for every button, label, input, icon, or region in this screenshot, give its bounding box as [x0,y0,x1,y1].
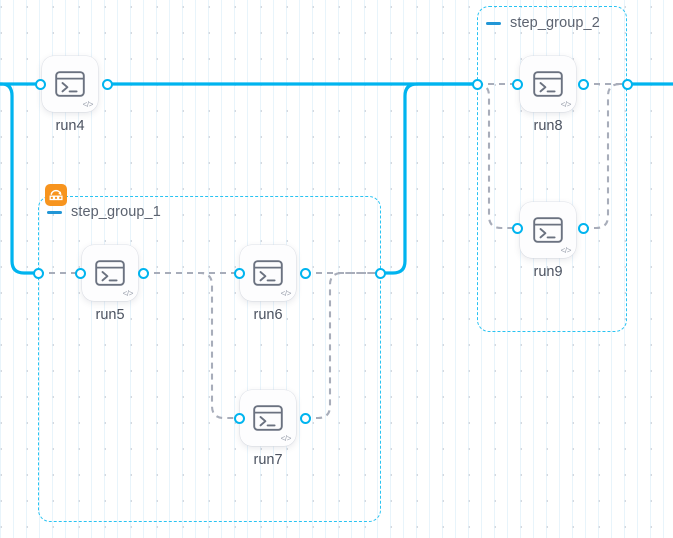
port-step-group-2-input[interactable] [471,78,483,90]
node-run4[interactable]: </> run4 [42,56,98,134]
port-run4-output[interactable] [101,78,113,90]
port-run6-output[interactable] [299,267,311,279]
node-label-run8: run8 [533,118,563,134]
node-run8[interactable]: </> run8 [520,56,576,134]
port-run9-input[interactable] [511,222,523,234]
node-label-run9: run9 [533,264,563,280]
port-run8-input[interactable] [511,78,523,90]
node-card-run5[interactable]: </> [82,245,138,301]
terminal-icon [533,217,563,243]
code-badge: </> [560,100,572,109]
port-step-group-1-input[interactable] [32,267,44,279]
terminal-icon [95,260,125,286]
node-label-run5: run5 [95,307,125,323]
port-run6-input[interactable] [233,267,245,279]
code-badge: </> [280,434,292,443]
node-card-run6[interactable]: </> [240,245,296,301]
port-run7-input[interactable] [233,412,245,424]
node-card-run8[interactable]: </> [520,56,576,112]
code-badge: </> [122,289,134,298]
terminal-icon [253,260,283,286]
node-card-run9[interactable]: </> [520,202,576,258]
port-run5-output[interactable] [137,267,149,279]
group-title-step-group-2: step_group_2 [510,15,600,31]
group-title-step-group-1: step_group_1 [71,204,161,220]
terminal-icon [533,71,563,97]
loop-icon[interactable] [45,184,67,206]
group-step-group-1[interactable] [38,196,381,522]
edge-left-down-to-group1 [0,82,40,275]
code-badge: </> [560,246,572,255]
group-header-step-group-1[interactable]: step_group_1 [47,204,161,220]
minus-icon[interactable] [486,21,501,25]
group-header-step-group-2[interactable]: step_group_2 [486,15,600,31]
node-label-run4: run4 [55,118,85,134]
port-run8-output[interactable] [577,78,589,90]
node-run5[interactable]: </> run5 [82,245,138,323]
terminal-icon [55,71,85,97]
node-label-run6: run6 [253,307,283,323]
port-run7-output[interactable] [299,412,311,424]
port-run5-input[interactable] [74,267,86,279]
port-run4-input[interactable] [34,78,46,90]
node-run7[interactable]: </> run7 [240,390,296,468]
code-badge: </> [82,100,94,109]
node-card-run4[interactable]: </> [42,56,98,112]
port-step-group-2-output[interactable] [621,78,633,90]
port-run9-output[interactable] [577,222,589,234]
group-step-group-2[interactable] [477,6,627,332]
node-label-run7: run7 [253,452,283,468]
node-card-run7[interactable]: </> [240,390,296,446]
terminal-icon [253,405,283,431]
port-step-group-1-output[interactable] [374,267,386,279]
node-run6[interactable]: </> run6 [240,245,296,323]
code-badge: </> [280,289,292,298]
node-run9[interactable]: </> run9 [520,202,576,280]
edge-group1-out-up [378,82,479,275]
minus-icon[interactable] [47,210,62,214]
